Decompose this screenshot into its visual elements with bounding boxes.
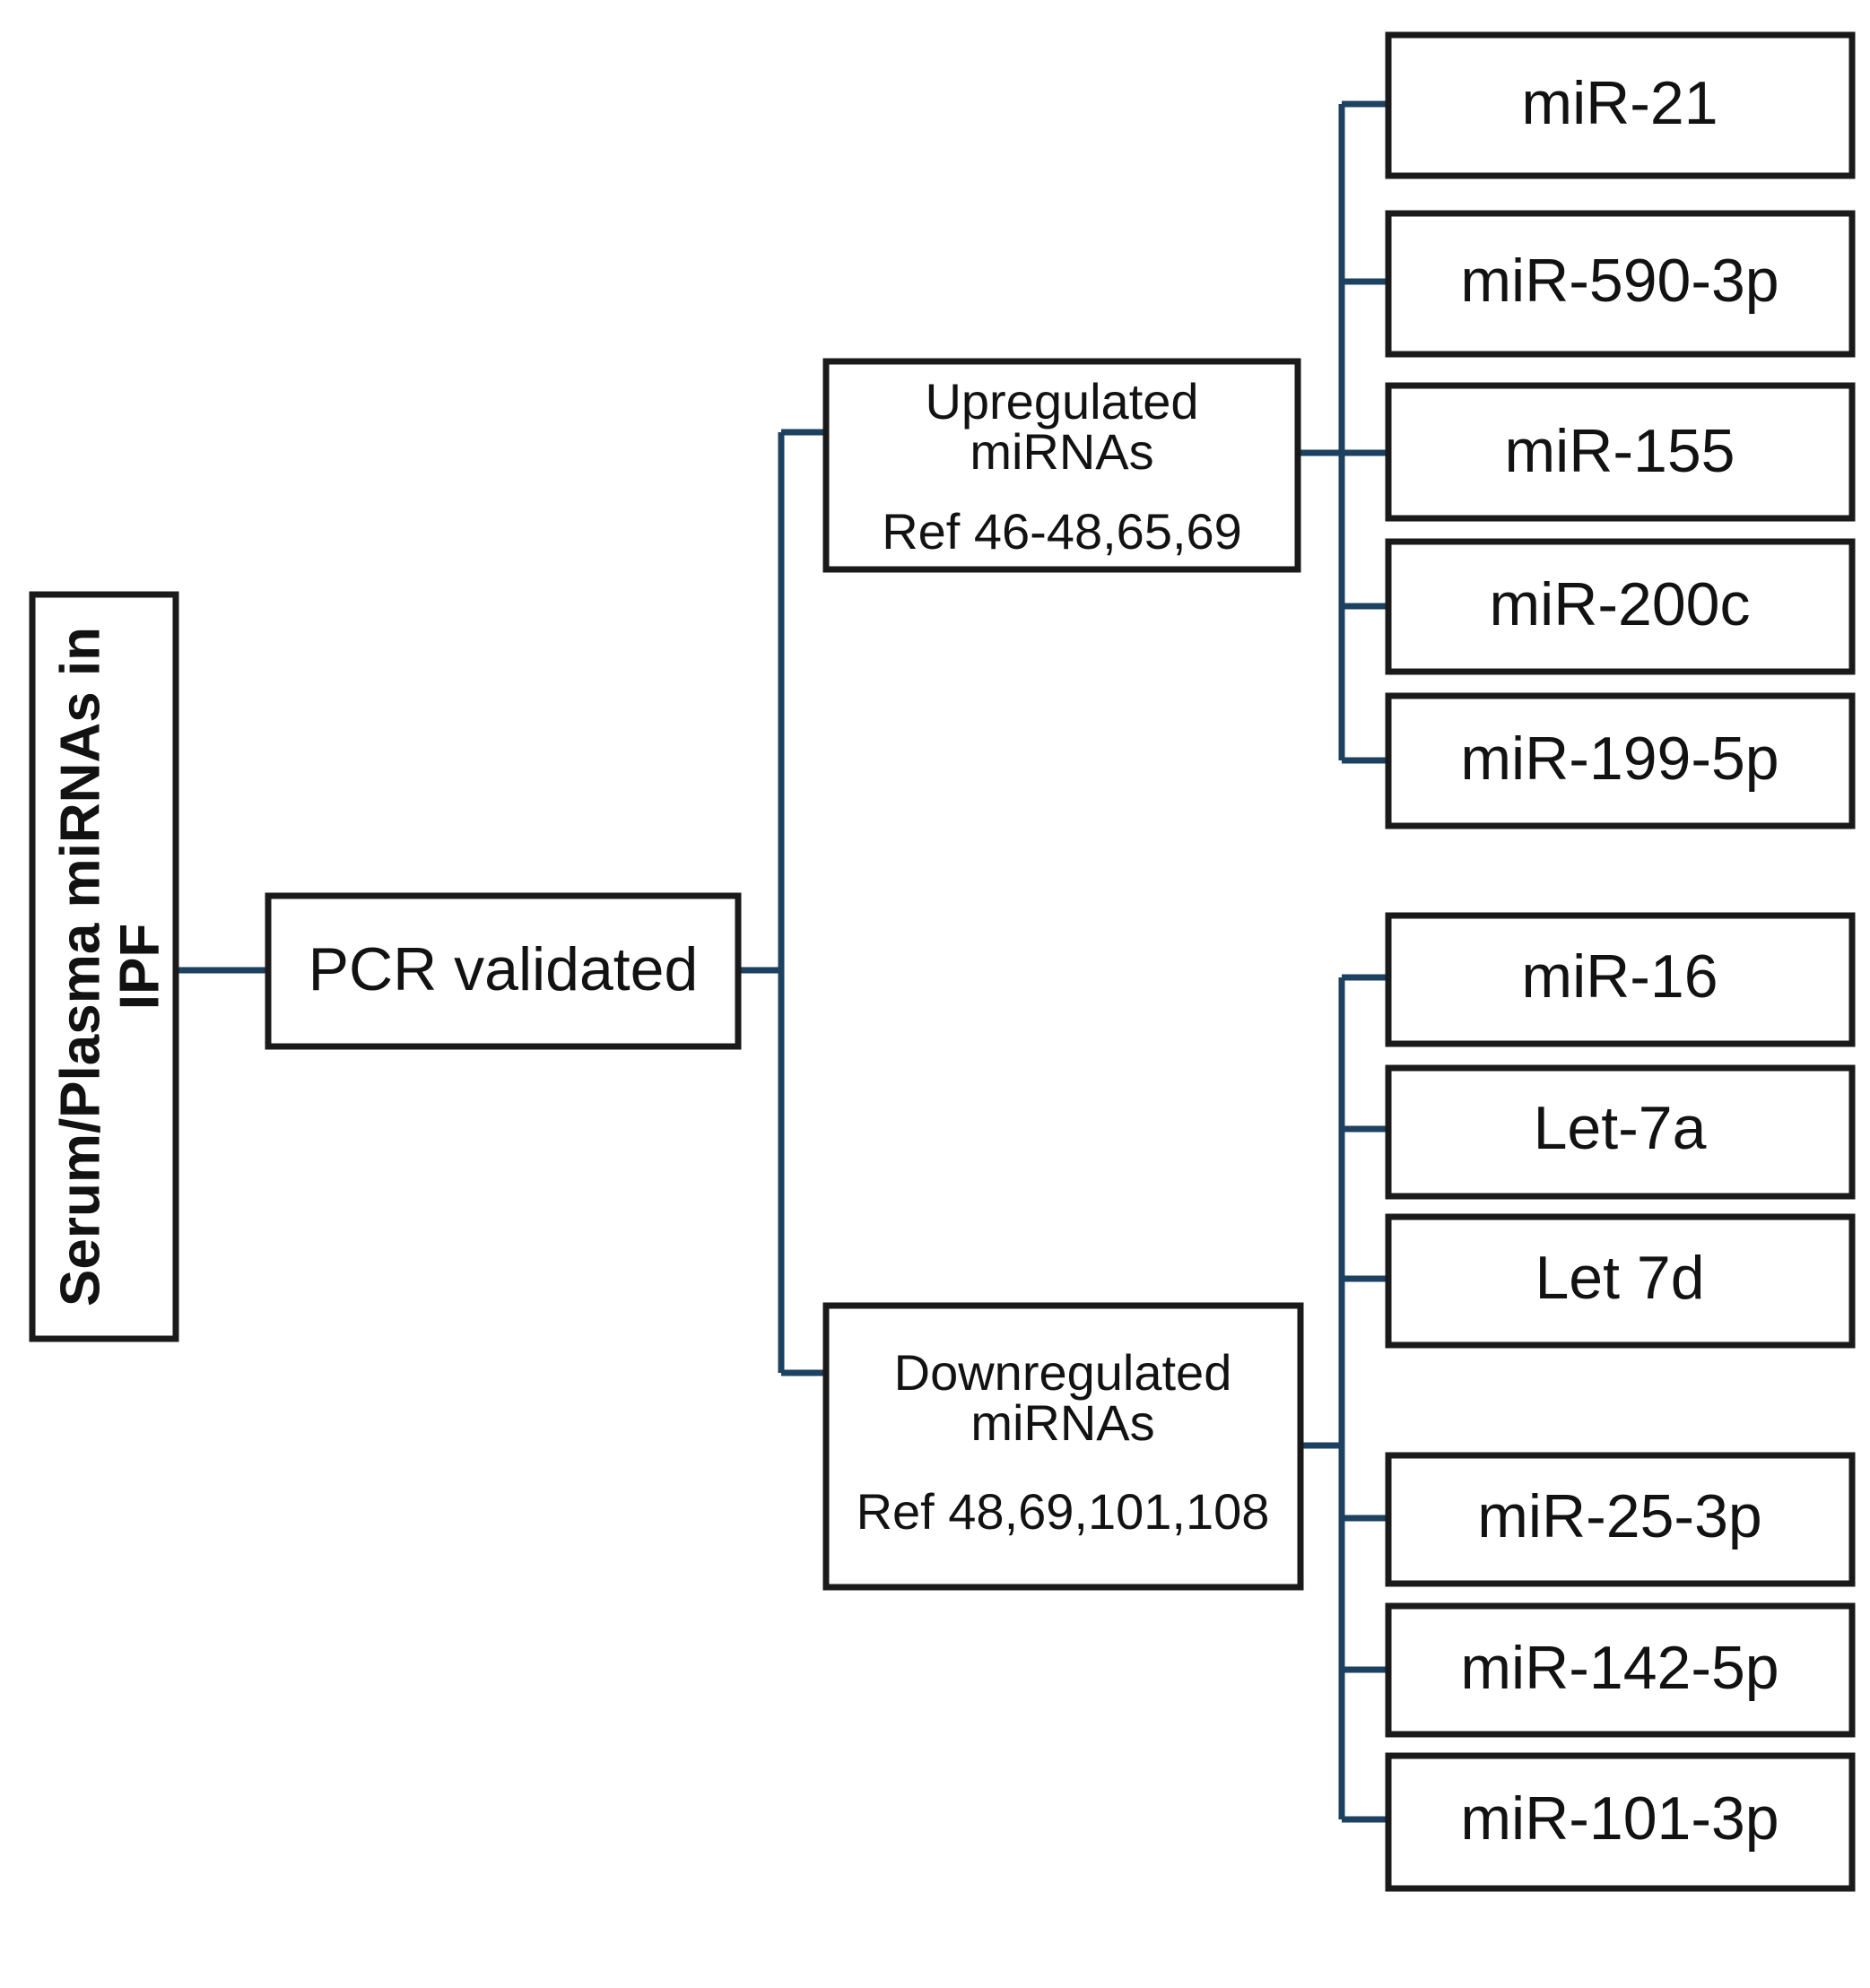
stage-label: PCR validated — [309, 935, 699, 1003]
leaf-node[interactable]: Let 7d — [1385, 1213, 1856, 1349]
leaf-box[interactable] — [1385, 210, 1856, 358]
leaf-label: miR-155 — [1505, 417, 1735, 485]
root-box[interactable] — [29, 591, 179, 1342]
leaf-label: miR-21 — [1521, 69, 1718, 137]
leaf-box[interactable] — [1385, 31, 1856, 179]
leaf-box[interactable] — [1385, 692, 1856, 829]
leaf-label: miR-101-3p — [1460, 1784, 1779, 1853]
node-root[interactable]: Serum/Plasma miRNAs in IPF — [29, 591, 179, 1342]
upregulated-title-line-2: miRNAs — [970, 423, 1153, 480]
leaf-node[interactable]: miR-142-5p — [1385, 1602, 1856, 1738]
node-group-upregulated[interactable]: Upregulated miRNAs Ref 46-48,65,69 — [822, 358, 1301, 573]
leaf-node[interactable]: miR-16 — [1385, 912, 1856, 1047]
downregulated-box[interactable] — [822, 1302, 1304, 1591]
leaf-label: miR-25-3p — [1477, 1482, 1761, 1550]
root-label-line-1: Serum/Plasma miRNAs in — [49, 627, 111, 1307]
leaf-node[interactable]: miR-199-5p — [1385, 692, 1856, 829]
downregulated-title-line-2: miRNAs — [970, 1394, 1154, 1451]
leaf-group-downregulated: miR-16 Let-7a Let 7d miR-25-3p miR-142-5… — [1385, 912, 1856, 1892]
downregulated-title-line-1: Downregulated — [894, 1344, 1232, 1401]
leaf-node[interactable]: Let-7a — [1385, 1064, 1856, 1200]
upregulated-reference: Ref 46-48,65,69 — [882, 503, 1242, 560]
root-label-line-2: IPF — [109, 924, 170, 1010]
upregulated-title-line-1: Upregulated — [925, 373, 1198, 430]
downregulated-reference: Ref 48,69,101,108 — [857, 1483, 1270, 1540]
leaf-node[interactable]: miR-101-3p — [1385, 1752, 1856, 1892]
leaf-label: miR-199-5p — [1460, 725, 1779, 793]
leaf-label: miR-200c — [1490, 570, 1751, 638]
leaf-box[interactable] — [1385, 1064, 1856, 1200]
leaf-box[interactable] — [1385, 1213, 1856, 1349]
leaf-box[interactable] — [1385, 912, 1856, 1047]
leaf-box[interactable] — [1385, 538, 1856, 675]
upregulated-box[interactable] — [822, 358, 1301, 573]
leaf-node[interactable]: miR-25-3p — [1385, 1452, 1856, 1587]
leaf-group-upregulated: miR-21 miR-590-3p miR-155 miR-200c miR-1… — [1385, 31, 1856, 829]
leaf-node[interactable]: miR-21 — [1385, 31, 1856, 179]
leaf-label: miR-142-5p — [1460, 1634, 1779, 1702]
stage-box[interactable] — [265, 892, 742, 1050]
leaf-box[interactable] — [1385, 1452, 1856, 1587]
leaf-box[interactable] — [1385, 1752, 1856, 1892]
node-stage-pcr-validated[interactable]: PCR validated — [265, 892, 742, 1050]
leaf-node[interactable]: miR-200c — [1385, 538, 1856, 675]
leaf-label: miR-16 — [1521, 942, 1718, 1011]
leaf-label: miR-590-3p — [1460, 247, 1779, 315]
leaf-box[interactable] — [1385, 1602, 1856, 1738]
leaf-label: Let-7a — [1534, 1094, 1707, 1162]
connector-layer — [176, 100, 1388, 1823]
leaf-node[interactable]: miR-590-3p — [1385, 210, 1856, 358]
leaf-node[interactable]: miR-155 — [1385, 382, 1856, 522]
leaf-box[interactable] — [1385, 382, 1856, 522]
node-group-downregulated[interactable]: Downregulated miRNAs Ref 48,69,101,108 — [822, 1302, 1304, 1591]
leaf-label: Let 7d — [1535, 1244, 1704, 1312]
